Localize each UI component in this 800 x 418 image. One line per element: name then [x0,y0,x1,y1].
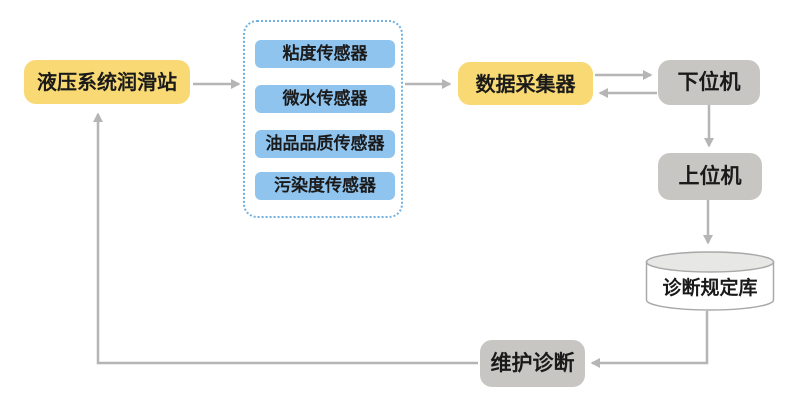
sensor-item-viscosity: 粘度传感器 [255,40,395,68]
node-upper-computer: 上位机 [658,153,762,200]
node-data-collector: 数据采集器 [458,62,593,105]
node-upper-computer-label: 上位机 [678,163,742,188]
sensor-item-moisture: 微水传感器 [255,85,395,113]
sensor-item-label: 粘度传感器 [282,43,368,64]
sensor-item-oil-quality: 油品品质传感器 [255,130,395,158]
sensor-item-label: 微水传感器 [282,88,368,109]
arrow-rules-db-to-maintenance [590,311,709,368]
node-maintenance-diagnosis: 维护诊断 [480,340,585,387]
database-cylinder-shape [645,251,775,311]
node-lubrication-station-label: 液压系统润滑站 [37,70,177,94]
sensor-item-label: 污染度传感器 [274,175,376,196]
node-diagnosis-rules-db: 诊断规定库 [645,250,775,312]
node-lower-computer-label: 下位机 [677,69,741,94]
node-lower-computer: 下位机 [658,60,760,105]
sensor-item-contamination: 污染度传感器 [255,172,395,200]
node-maintenance-diagnosis-label: 维护诊断 [490,350,575,375]
arrow-maintenance-to-station [93,112,478,365]
node-lubrication-station: 液压系统润滑站 [24,60,190,104]
sensor-item-label: 油品品质传感器 [265,133,385,154]
node-diagnosis-rules-db-label: 诊断规定库 [662,276,758,299]
node-data-collector-label: 数据采集器 [475,71,576,96]
sensor-group [243,20,403,218]
